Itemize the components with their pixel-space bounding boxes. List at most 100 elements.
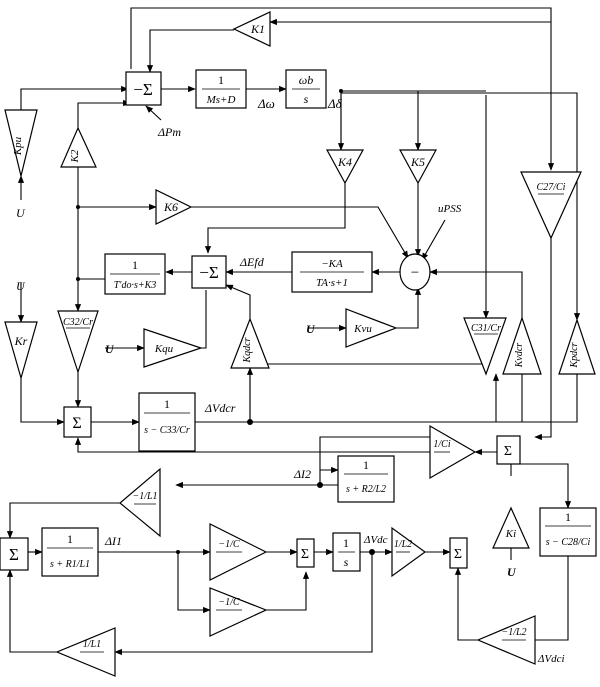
svg-text:K6: K6: [163, 200, 178, 214]
label-u-kqu: U: [105, 342, 115, 356]
gain-inv-l2: 1/L2: [391, 526, 427, 578]
svg-text:Σ: Σ: [504, 444, 512, 459]
sum-l2: Σ: [449, 537, 468, 569]
ci-block: 1 s − C28/Ci: [539, 507, 597, 557]
gain-kvdcr: Kvdcr: [502, 316, 542, 375]
gain-k5: K5: [398, 149, 438, 185]
label-domega: Δω: [257, 96, 275, 111]
svg-text:s − C28/Ci: s − C28/Ci: [546, 537, 591, 548]
sum-field: −Σ: [191, 255, 227, 289]
label-upss: uPSS: [438, 203, 462, 215]
svg-text:s + R1/L1: s + R1/L1: [50, 559, 90, 570]
gain-c31-cr: C31/Cr: [463, 317, 507, 376]
label-ddelta: Δδ: [327, 96, 343, 111]
svg-text:K1: K1: [250, 22, 265, 36]
svg-text:1: 1: [218, 73, 224, 87]
svg-text:Kvdcr: Kvdcr: [514, 343, 525, 369]
svg-text:Σ: Σ: [301, 547, 309, 562]
label-u-ki: U: [507, 565, 517, 579]
svg-text:Kqu: Kqu: [154, 343, 174, 355]
sum-rect: Σ: [63, 406, 92, 438]
signal-wires: [6, 7, 581, 656]
svg-text:1: 1: [67, 532, 73, 546]
sum-exciter: −: [399, 253, 431, 291]
gain-neg-inv-l2: −1/L2: [476, 615, 536, 665]
junction-dots: [76, 89, 375, 555]
gain-kvu: Kvu: [345, 308, 398, 348]
svg-text:Σ: Σ: [72, 415, 81, 432]
svg-text:Kr: Kr: [14, 334, 28, 348]
svg-text:−1/C: −1/C: [218, 539, 240, 550]
svg-text:Ki: Ki: [505, 528, 516, 540]
label-u-kpu: U: [16, 206, 26, 220]
label-dvdcr: ΔVdcr: [204, 401, 236, 415]
gain-k4: K4: [325, 149, 365, 185]
dc-rectifier-block: 1 s − C33/Cr: [138, 392, 196, 452]
svg-text:s − C33/Cr: s − C33/Cr: [144, 425, 190, 436]
svg-text:Kpu: Kpu: [12, 136, 24, 156]
svg-text:−1/L1: −1/L1: [132, 491, 157, 502]
svg-text:1: 1: [363, 458, 369, 472]
gain-c32-cr: C32/Cr: [57, 310, 99, 374]
svg-text:Kqdcr: Kqdcr: [242, 337, 253, 363]
sum-torque: −Σ: [125, 71, 162, 106]
svg-text:C32/Cr: C32/Cr: [63, 317, 93, 328]
field-time-constant-block: 1 T′do·s+K3: [104, 253, 166, 295]
svg-text:−1/L2: −1/L2: [501, 627, 526, 638]
cap-integrator-block: 1 s: [332, 532, 361, 572]
svg-text:Σ: Σ: [9, 545, 19, 564]
gen-inertia-block: 1 Ms+D: [195, 69, 247, 109]
gain-c27-ci: C27/Ci: [520, 171, 582, 240]
sum-ci: Σ: [496, 435, 521, 465]
exciter-block: −KA TA·s+1: [291, 251, 373, 293]
svg-text:s: s: [344, 555, 349, 569]
gain-kpu: Kpu: [4, 109, 38, 177]
svg-text:TA·s+1: TA·s+1: [316, 277, 348, 289]
svg-text:−KA: −KA: [321, 258, 343, 270]
svg-text:1/L1: 1/L1: [83, 639, 101, 650]
svg-text:Σ: Σ: [454, 547, 462, 562]
signal-labels: Δω Δδ ΔPm ΔEfd uPSS U U U U U ΔVdcr ΔI2 …: [16, 96, 565, 665]
label-dpm: ΔPm: [157, 125, 181, 139]
line1-block: 1 s + R1/L1: [41, 527, 99, 577]
svg-text:C31/Cr: C31/Cr: [471, 323, 501, 334]
gain-kpdcr: Kpdcr: [558, 318, 596, 375]
gain-neg-inv-c-b: −1/C: [209, 587, 268, 637]
svg-text:Kvu: Kvu: [353, 323, 372, 335]
gain-neg-inv-c-a: −1/C: [209, 523, 268, 581]
gain-ki: Ki: [492, 506, 530, 549]
gain-k6: K6: [155, 189, 193, 225]
svg-text:1: 1: [565, 510, 571, 524]
label-defd: ΔEfd: [239, 255, 265, 269]
svg-text:−: −: [411, 265, 419, 281]
svg-text:1/Ci: 1/Ci: [433, 439, 450, 450]
svg-text:K2: K2: [69, 149, 81, 163]
svg-text:Kpdcr: Kpdcr: [569, 342, 580, 368]
sum-cap: Σ: [296, 538, 315, 568]
gain-inv-ci: 1/Ci: [429, 424, 477, 480]
label-u-kvu: U: [306, 322, 316, 336]
gain-kr: Kr: [4, 321, 38, 381]
inverter-loop-block: 1 s + R2/L2: [337, 455, 395, 503]
svg-text:K5: K5: [410, 155, 425, 169]
svg-text:−Σ: −Σ: [199, 263, 219, 282]
svg-text:Ms+D: Ms+D: [206, 94, 236, 106]
gain-inv-l1: 1/L1: [55, 627, 116, 677]
gain-kqdcr: Kqdcr: [230, 317, 270, 369]
svg-text:−Σ: −Σ: [133, 80, 153, 99]
svg-text:C27/Ci: C27/Ci: [537, 182, 566, 193]
svg-text:1/L2: 1/L2: [394, 539, 412, 550]
svg-text:ωb: ωb: [299, 73, 313, 87]
svg-text:T′do·s+K3: T′do·s+K3: [114, 280, 157, 291]
svg-text:1: 1: [164, 397, 170, 411]
svg-text:1: 1: [132, 258, 138, 272]
label-di1: ΔI1: [104, 534, 122, 548]
svg-text:−1/C: −1/C: [218, 597, 240, 608]
gain-kqu: Kqu: [143, 328, 203, 368]
svg-text:s: s: [304, 92, 309, 106]
gain-k2: K2: [60, 126, 97, 168]
gain-neg-inv-l1: −1/L1: [119, 467, 161, 538]
gain-k1: K1: [232, 11, 271, 47]
label-u-kr: U: [16, 279, 26, 293]
